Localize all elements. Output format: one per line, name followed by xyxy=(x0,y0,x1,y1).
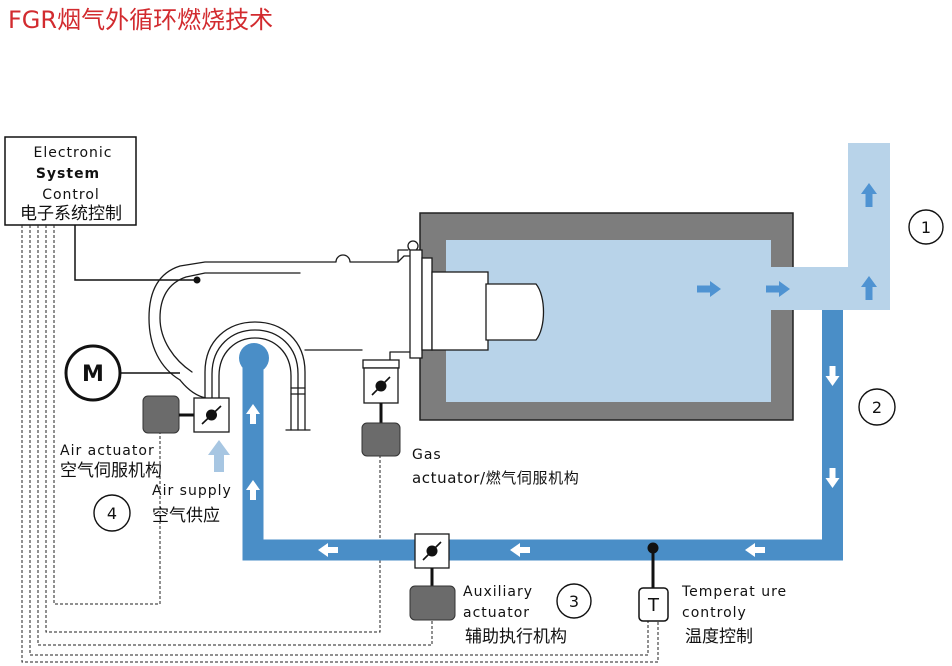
marker-number: 4 xyxy=(107,504,117,523)
signal-line-temperature-b xyxy=(21,225,659,663)
flue-flow-arrows xyxy=(697,183,877,300)
auxiliary-actuator-label-line-2: actuator xyxy=(463,605,530,621)
control-line-to-burner xyxy=(74,225,197,281)
gas-damper-flange xyxy=(362,359,400,369)
butterfly-valve-icon xyxy=(371,376,391,396)
auxiliary-valve-assembly xyxy=(409,533,456,621)
air-supply-label-en: Air supply xyxy=(152,483,232,499)
temperature-control-label-line-1: Temperat ure xyxy=(681,584,787,600)
labels: Air actuator 空气伺服机构 Air supply 空气供应 Gas … xyxy=(60,443,787,647)
marker-4: 4 xyxy=(93,494,131,532)
temperature-controller-box xyxy=(638,587,669,622)
fan-housing-inner xyxy=(218,337,292,431)
gas-actuator-label-line-1: Gas xyxy=(412,447,442,463)
burner-body xyxy=(148,240,419,399)
burner-casing-outline xyxy=(148,254,411,381)
control-box-frame xyxy=(4,136,137,226)
temperature-controller-symbol: T xyxy=(647,595,660,616)
burner-nozzle-tip xyxy=(485,283,545,341)
temperature-probe-tip xyxy=(647,542,659,554)
marker-circle xyxy=(858,388,896,426)
butterfly-valve-icon xyxy=(201,405,222,425)
control-signal-node xyxy=(193,276,201,284)
temperature-control-label-line-3: 温度控制 xyxy=(685,627,753,647)
marker-number: 2 xyxy=(872,398,882,417)
pipe-arrow-left-icon xyxy=(318,543,338,557)
air-supply-assembly: M xyxy=(64,344,230,472)
control-box-line-4: 电子系统控制 xyxy=(20,204,122,224)
gas-actuator xyxy=(361,422,401,457)
gas-line xyxy=(389,351,411,361)
pipe-arrow-down-icon xyxy=(825,468,840,488)
control-box-line-1: Electronic xyxy=(33,145,112,161)
air-supply-label-cn: 空气供应 xyxy=(152,506,220,526)
flue-gas-outlet xyxy=(770,143,890,310)
temperature-control-label-line-2: controly xyxy=(682,605,747,621)
air-actuator-label-cn: 空气伺服机构 xyxy=(60,461,162,481)
gas-valve-assembly xyxy=(361,351,411,457)
temperature-sensor: T xyxy=(638,542,669,622)
marker-1: 1 xyxy=(908,209,944,245)
pipe-arrow-up-icon xyxy=(246,404,260,424)
fan-motor-label: M xyxy=(82,362,104,387)
burner-head xyxy=(409,249,545,359)
pipe-arrow-left-icon xyxy=(745,543,765,557)
electronic-control-box: Electronic System Control 电子系统控制 xyxy=(4,136,137,226)
marker-circle xyxy=(908,209,944,245)
burner-casing-inner-line xyxy=(159,272,301,373)
air-supply-arrow-icon xyxy=(208,440,230,472)
gas-actuator-label-line-2: actuator/燃气伺服机构 xyxy=(412,469,579,487)
burner-blast-tube xyxy=(431,271,489,351)
flow-arrow-right-icon xyxy=(766,281,790,297)
control-signal-lines xyxy=(21,225,659,663)
flow-arrow-right-icon xyxy=(697,281,721,297)
burner-flange-inner xyxy=(421,257,433,351)
fan-housing-middle xyxy=(211,329,299,431)
control-box-line-2: System xyxy=(36,166,100,182)
butterfly-valve-icon xyxy=(422,541,442,561)
marker-number: 3 xyxy=(569,592,579,611)
fan-housing-outer xyxy=(204,321,306,431)
burner-casing-fan-joint xyxy=(179,379,207,399)
marker-number: 1 xyxy=(921,218,931,237)
furnace xyxy=(419,212,794,421)
fan-motor xyxy=(64,344,122,402)
marker-2: 2 xyxy=(858,388,896,426)
page-title: FGR烟气外循环燃烧技术 xyxy=(8,6,273,34)
burner-top-fitting xyxy=(397,249,409,263)
recirculation-duct xyxy=(242,310,843,561)
flow-arrow-up-icon xyxy=(861,183,877,207)
valve-disc xyxy=(375,380,387,392)
valve-disc xyxy=(426,545,438,557)
pipe-arrow-up-icon xyxy=(246,480,260,500)
air-actuator-label-en: Air actuator xyxy=(60,443,155,459)
control-box-line-3: Control xyxy=(42,187,100,203)
fan-housing-bands xyxy=(290,387,306,395)
flue-gas-recirculation-pipe xyxy=(239,310,843,561)
pipe-arrow-left-icon xyxy=(510,543,530,557)
marker-3: 3 xyxy=(556,583,592,619)
signal-line-air-actuator xyxy=(53,225,161,605)
numbered-markers: 1 2 3 4 xyxy=(93,209,944,619)
auxiliary-actuator xyxy=(409,585,456,621)
marker-circle xyxy=(556,583,592,619)
auxiliary-actuator-label-line-1: Auxiliary xyxy=(463,584,533,600)
marker-circle xyxy=(93,494,131,532)
signal-line-temperature-a xyxy=(29,225,649,656)
valve-disc xyxy=(206,409,217,421)
burner-flange-outer xyxy=(409,249,423,359)
flow-arrow-up-icon xyxy=(861,276,877,300)
recirculation-inlet xyxy=(239,343,269,373)
signal-line-auxiliary-actuator xyxy=(37,225,433,646)
auxiliary-actuator-label-line-3: 辅助执行机构 xyxy=(465,627,567,647)
pipe-arrow-down-icon xyxy=(825,366,840,386)
air-actuator xyxy=(142,395,180,434)
